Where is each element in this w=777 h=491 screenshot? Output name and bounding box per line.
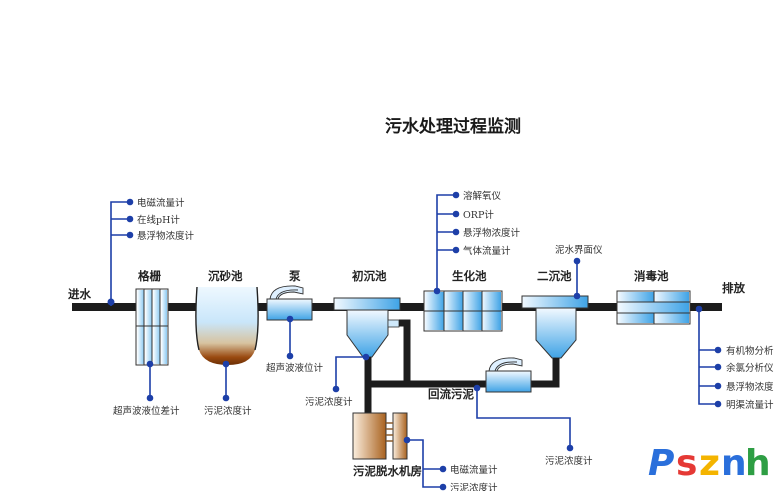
diagram-title: 污水处理过程监测 [385,116,521,137]
inlet-instruments: 电磁流量计 在线pH计 悬浮物浓度计 [107,197,195,306]
inst-inlet-ph: 在线pH计 [137,214,180,226]
dewatering-house: 污泥脱水机房 电磁流量计 污泥浓度计 [352,412,498,491]
inlet-label: 进水 [68,287,91,301]
primary-clarifier: 初沉池 污泥浓度计 [305,269,490,414]
inst-dewater-flowmeter: 电磁流量计 [450,464,498,476]
grit-label: 沉砂池 [208,269,243,283]
inst-inlet-flowmeter: 电磁流量计 [137,197,185,209]
inst-bio-gasflow: 气体流量计 [463,245,511,257]
inst-grit-sludge: 污泥浓度计 [204,405,252,417]
logo-letter-h: h [745,443,771,484]
disinfection-tank: 消毒池 [616,269,691,325]
inst-pump-level: 超声波液位计 [266,362,324,374]
return-sludge-pump: 回流污泥 污泥浓度计 [428,357,593,467]
inst-outlet-chlorine: 余氯分析仪 [726,362,774,374]
grit-chamber: 沉砂池 污泥浓度计 [195,269,259,417]
inst-bio-orp: ORP计 [463,209,494,221]
return-sludge-label: 回流污泥 [428,387,474,401]
secondary-label: 二沉池 [537,269,572,283]
inst-primary-sludge: 污泥浓度计 [305,396,353,408]
inst-secondary-interface: 泥水界面仪 [555,244,603,256]
logo-letter-p: P [648,443,674,484]
inst-outlet-organic: 有机物分析 [726,345,774,357]
secondary-clarifier: 二沉池 泥水界面仪 [521,244,603,388]
pump-label: 泵 [289,269,301,283]
inst-screen-level-diff: 超声波液位差计 [113,405,180,417]
disinfect-label: 消毒池 [634,269,669,283]
inst-inlet-ss: 悬浮物浓度计 [137,230,195,242]
outlet-label: 排放 [722,281,745,295]
inst-outlet-ss: 悬浮物浓度 [726,381,774,393]
pump: 泵 超声波液位计 [266,269,324,374]
outlet-instruments: 有机物分析 余氯分析仪 悬浮物浓度 明渠流量计 [695,305,774,411]
inst-bio-ss: 悬浮物浓度计 [463,227,521,239]
logo-letter-n: n [721,443,747,484]
primary-label: 初沉池 [352,269,387,283]
inst-outlet-channelflow: 明渠流量计 [726,399,774,411]
screen-unit: 格栅 超声波液位差计 [113,269,180,417]
inst-dewater-sludge: 污泥浓度计 [450,482,498,491]
dewater-label: 污泥脱水机房 [353,464,422,478]
logo-letter-s: s [676,443,697,484]
inst-return-sludge: 污泥浓度计 [545,455,593,467]
inst-bio-do: 溶解氧仪 [463,190,502,202]
screen-label: 格栅 [138,269,161,283]
bio-label: 生化池 [452,269,487,283]
logo-letter-z: z [699,443,720,484]
bio-tank: 生化池 溶解氧仪 ORP计 悬浮物浓度计 气体流量计 [423,190,521,332]
pszhn-logo: P s z n h [648,443,771,484]
